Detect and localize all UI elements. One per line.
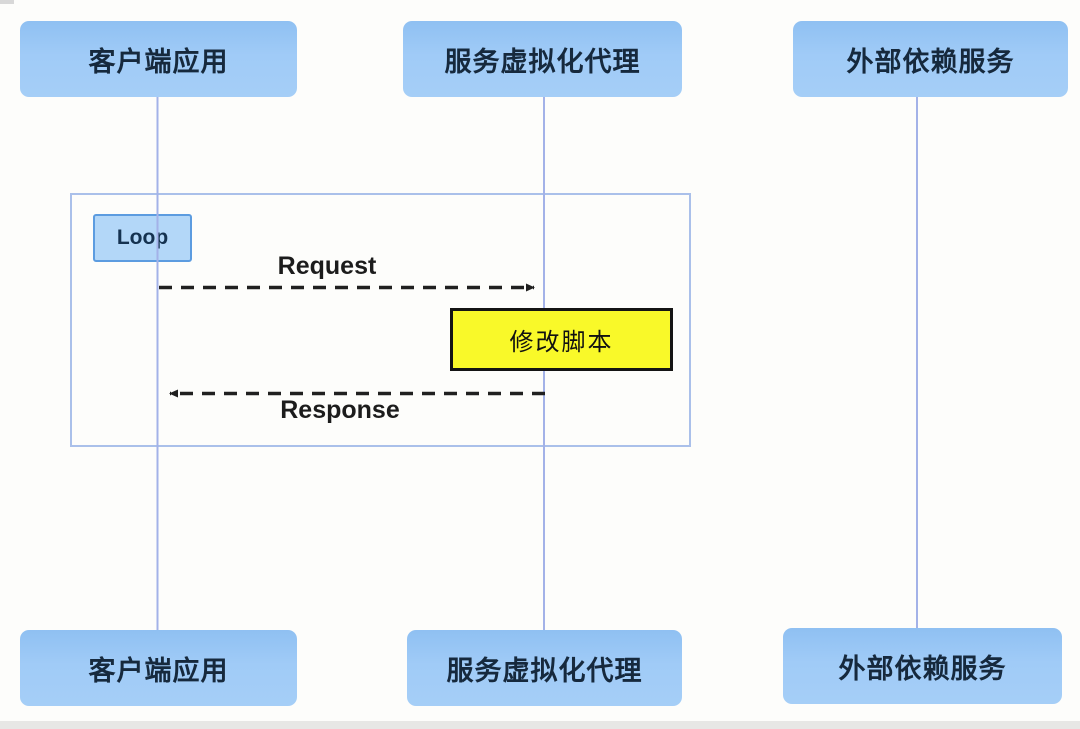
actor-label: 服务虚拟化代理 [444, 46, 641, 77]
actor-label: 外部依赖服务 [838, 653, 1007, 684]
actor-bottom-external: 外部依赖服务 [783, 628, 1062, 704]
loop-fragment-label: Loop [93, 214, 192, 262]
topleft-chrome-fragment [0, 0, 14, 4]
note-modify-script: 修改脚本 [450, 308, 673, 371]
actor-label: 客户端应用 [88, 46, 229, 77]
actor-top-client: 客户端应用 [20, 21, 297, 97]
actor-top-external: 外部依赖服务 [793, 21, 1068, 97]
actor-bottom-proxy: 服务虚拟化代理 [407, 630, 682, 706]
actor-label: 服务虚拟化代理 [446, 655, 643, 686]
response-message-label: Response [280, 396, 400, 424]
actor-top-proxy: 服务虚拟化代理 [403, 21, 682, 97]
bottom-chrome-strip [0, 721, 1080, 729]
actor-bottom-client: 客户端应用 [20, 630, 297, 706]
actor-label: 客户端应用 [88, 655, 229, 686]
note-text: 修改脚本 [509, 328, 614, 356]
loop-label-text: Loop [116, 226, 169, 249]
actor-label: 外部依赖服务 [846, 46, 1015, 77]
loop-fragment-frame [70, 193, 691, 447]
request-message-label: Request [277, 252, 377, 280]
